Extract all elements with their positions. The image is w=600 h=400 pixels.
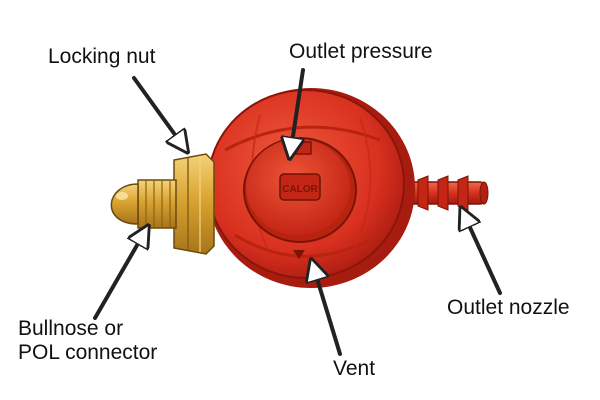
label-outlet-nozzle: Outlet nozzle xyxy=(447,296,570,319)
label-outlet-pressure: Outlet pressure xyxy=(289,40,433,63)
dial-brand-text: CALOR xyxy=(282,184,318,195)
label-locking-nut: Locking nut xyxy=(48,45,156,68)
arrow-icon xyxy=(312,262,342,356)
label-bullnose-pol-connector: Bullnose or POL connector xyxy=(18,317,208,365)
outlet-pressure-dial: CALOR xyxy=(243,137,357,259)
locking-nut xyxy=(173,153,215,255)
outlet-nozzle xyxy=(399,175,489,211)
arrow-icon xyxy=(290,68,305,156)
arrow-icon xyxy=(462,210,502,295)
arrow-icon xyxy=(93,228,147,320)
label-bullnose-line2: POL connector xyxy=(18,341,158,364)
vent-opening xyxy=(293,250,305,259)
pointer-arrows xyxy=(93,68,502,356)
label-vent: Vent xyxy=(333,357,376,380)
label-bullnose-line1: Bullnose or xyxy=(18,317,124,340)
bullnose-pol-connector xyxy=(110,179,177,229)
arrow-icon xyxy=(132,76,186,150)
